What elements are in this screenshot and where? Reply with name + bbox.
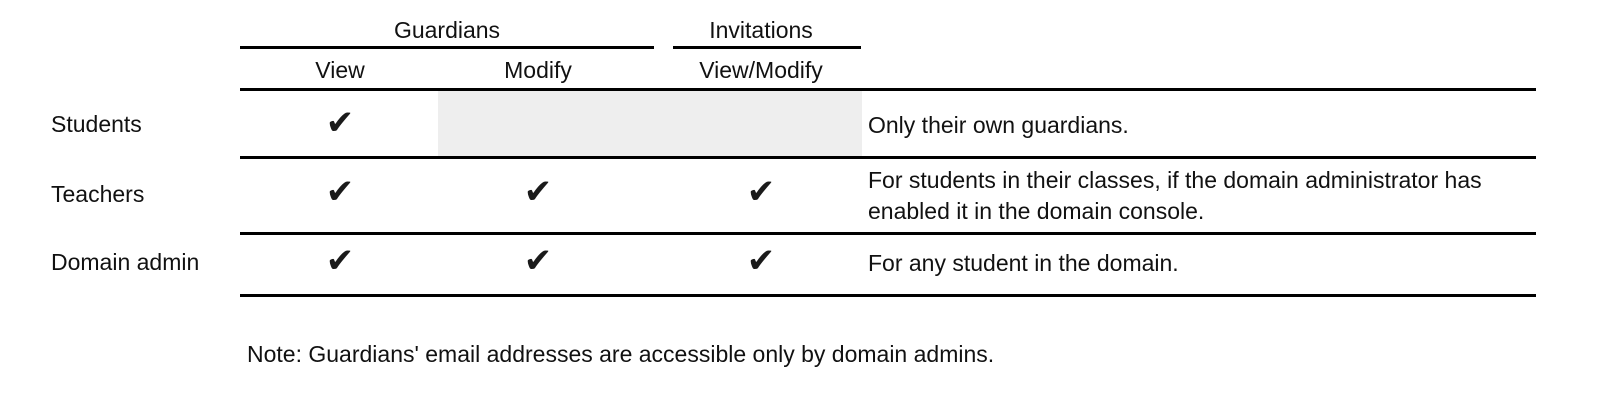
- row-label-domain-admin: Domain admin: [51, 249, 200, 275]
- disabled-cell-students-modify: [438, 91, 862, 156]
- column-header-guardians-modify: Modify: [504, 57, 572, 83]
- table-rule-bottom: [240, 294, 1536, 297]
- cell-students-notes: Only their own guardians.: [868, 112, 1129, 138]
- cell-teachers-invitations-view-modify: ✔: [746, 172, 776, 212]
- table-rule-top: [240, 88, 1536, 91]
- table-rule-after-teachers: [240, 232, 1536, 235]
- row-label-students: Students: [51, 111, 142, 137]
- column-header-invitations-view-modify: View/Modify: [699, 57, 823, 83]
- cell-teachers-guardians-view: ✔: [325, 172, 355, 212]
- cell-domain-admin-invitations-view-modify: ✔: [746, 241, 776, 281]
- cell-teachers-guardians-modify: ✔: [523, 172, 553, 212]
- cell-teachers-notes: For students in their classes, if the do…: [868, 167, 1482, 224]
- table-rule-after-students: [240, 156, 1536, 159]
- footnote-text: Note: Guardians' email addresses are acc…: [247, 341, 995, 367]
- cell-domain-admin-notes: For any student in the domain.: [868, 250, 1179, 276]
- column-group-label-guardians: Guardians: [393, 17, 501, 43]
- column-group-label-invitations: Invitations: [709, 17, 813, 43]
- cell-students-guardians-view: ✔: [325, 103, 355, 143]
- cell-domain-admin-guardians-view: ✔: [325, 241, 355, 281]
- column-header-guardians-view: View: [315, 57, 365, 83]
- group-rule-invitations: [673, 46, 861, 49]
- group-rule-guardians: [240, 46, 654, 49]
- cell-domain-admin-guardians-modify: ✔: [523, 241, 553, 281]
- row-label-teachers: Teachers: [51, 181, 145, 207]
